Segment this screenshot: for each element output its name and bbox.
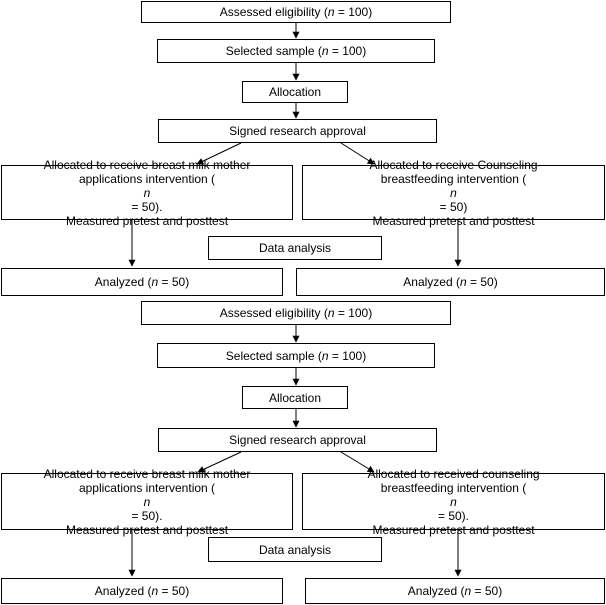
allocation-text-2: Allocation xyxy=(268,390,322,405)
left-analyzed-text-2: Analyzed (n = 50) xyxy=(94,584,190,598)
selected-sample-text-2: Selected sample (n = 100) xyxy=(225,348,367,363)
arrow-signed-to-left-arm-1 xyxy=(196,142,242,165)
left-arm-line1-1: Allocated to receive breast milk mother xyxy=(43,157,251,172)
left-arm-line1-2: Allocated to receive breast milk mother xyxy=(43,466,251,481)
selected-sample-text-1: Selected sample (n = 100) xyxy=(225,44,367,58)
assessed-eligibility-text-2: Assessed eligibility (n = 100) xyxy=(219,306,373,320)
data-analysis-box-1: Data analysis xyxy=(208,236,382,260)
signed-approval-text-2: Signed research approval xyxy=(229,433,366,447)
data-analysis-box-2: Data analysis xyxy=(208,537,382,562)
allocation-box-1: Allocation xyxy=(242,81,348,103)
right-arm-line1-1: Allocated to receive Counseling xyxy=(369,157,538,172)
right-arm-box-1: Allocated to receive Counseling breastfe… xyxy=(302,158,605,228)
data-analysis-text-2: Data analysis xyxy=(258,542,332,557)
left-analyzed-box-1: Analyzed (n = 50) xyxy=(1,268,283,296)
signed-approval-box-1: Signed research approval xyxy=(158,119,437,143)
left-arm-line3-2: Measured pretest and posttest xyxy=(65,522,229,537)
allocation-box-2: Allocation xyxy=(242,386,348,409)
right-analyzed-box-1: Analyzed (n = 50) xyxy=(296,268,605,296)
right-arm-line3-1: Measured pretest and posttest xyxy=(372,213,535,228)
arrow-signed-to-right-arm-2 xyxy=(340,451,375,473)
right-arm-box-2: Allocated to received counseling breastf… xyxy=(302,467,605,537)
left-arm-box-1: Allocated to receive breast milk mother … xyxy=(1,158,293,228)
left-analyzed-box-2: Analyzed (n = 50) xyxy=(1,578,283,604)
arrow-signed-to-right-arm-1 xyxy=(340,142,375,165)
assessed-eligibility-box-1: Assessed eligibility (n = 100) xyxy=(141,1,451,23)
right-arm-line2-2: breastfeeding intervention (n = 50). xyxy=(380,480,527,523)
data-analysis-text-1: Data analysis xyxy=(258,241,332,255)
left-analyzed-text-1: Analyzed (n = 50) xyxy=(94,275,190,289)
right-analyzed-box-2: Analyzed (n = 50) xyxy=(305,578,605,604)
arrow-signed-to-left-arm-2 xyxy=(197,451,242,473)
left-arm-line3-1: Measured pretest and posttest xyxy=(65,213,229,228)
right-analyzed-text-2: Analyzed (n = 50) xyxy=(407,584,503,598)
signed-approval-box-2: Signed research approval xyxy=(158,428,437,452)
left-arm-line2-2: applications intervention (n = 50). xyxy=(78,480,216,523)
signed-approval-text-1: Signed research approval xyxy=(229,124,366,138)
assessed-eligibility-text-1: Assessed eligibility (n = 100) xyxy=(219,5,373,19)
right-arm-line2-1: breastfeeding intervention (n = 50) xyxy=(380,171,527,214)
left-arm-line2-1: applications intervention (n = 50). xyxy=(78,171,216,214)
selected-sample-box-2: Selected sample (n = 100) xyxy=(157,343,435,368)
right-arm-line3-2: Measured pretest and posttest xyxy=(372,522,535,537)
left-arm-box-2: Allocated to receive breast milk mother … xyxy=(1,467,293,537)
right-arm-line1-2: Allocated to received counseling xyxy=(367,466,540,481)
assessed-eligibility-box-2: Assessed eligibility (n = 100) xyxy=(141,301,451,325)
allocation-text-1: Allocation xyxy=(268,85,322,99)
right-analyzed-text-1: Analyzed (n = 50) xyxy=(403,275,498,289)
selected-sample-box-1: Selected sample (n = 100) xyxy=(157,39,435,63)
